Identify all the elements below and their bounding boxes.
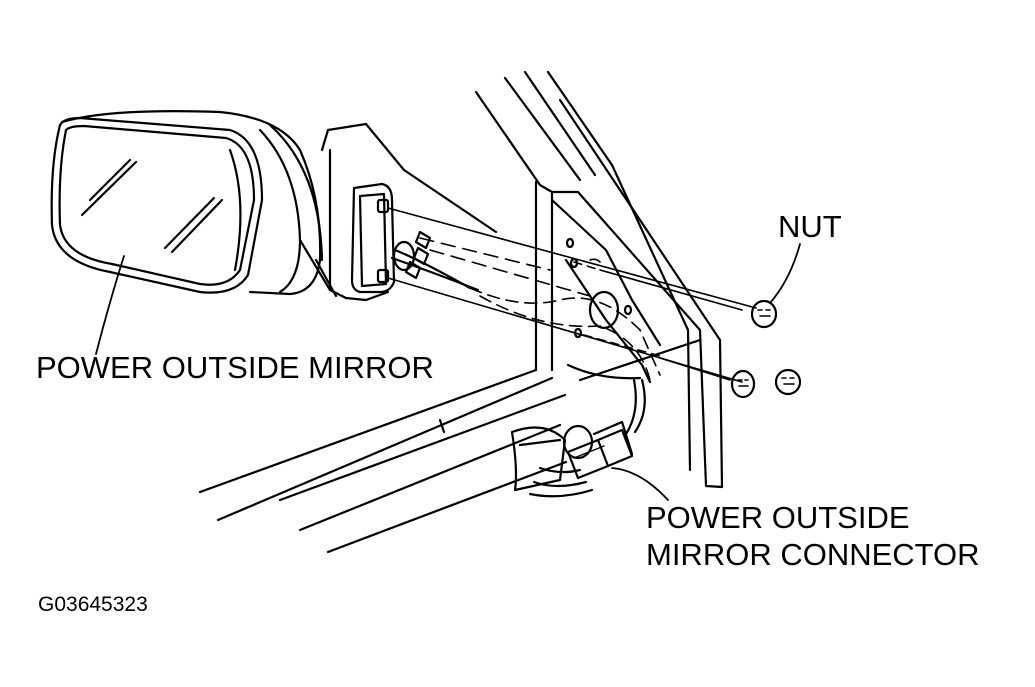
mirror-glass [50, 116, 264, 294]
power-outside-mirror-label: POWER OUTSIDE MIRROR [36, 350, 434, 385]
connector-label-line1: POWER OUTSIDE [646, 500, 910, 535]
figure-code: G03645323 [38, 593, 148, 616]
alignment-lines [387, 207, 757, 383]
nut-label: NUT [778, 209, 842, 244]
mirror-mounting-studs [376, 198, 480, 292]
mirror-housing [60, 110, 498, 302]
connector-label-line2: MIRROR CONNECTOR [646, 537, 980, 572]
wiring-harness [528, 378, 646, 498]
door-inner-panel [510, 198, 662, 492]
nut-lower-right [774, 368, 802, 396]
nut-upper [750, 299, 778, 329]
nut-lower-left [730, 369, 756, 399]
door-frame [198, 70, 724, 554]
mirror-connector [566, 420, 634, 480]
leader-lines [95, 243, 801, 501]
